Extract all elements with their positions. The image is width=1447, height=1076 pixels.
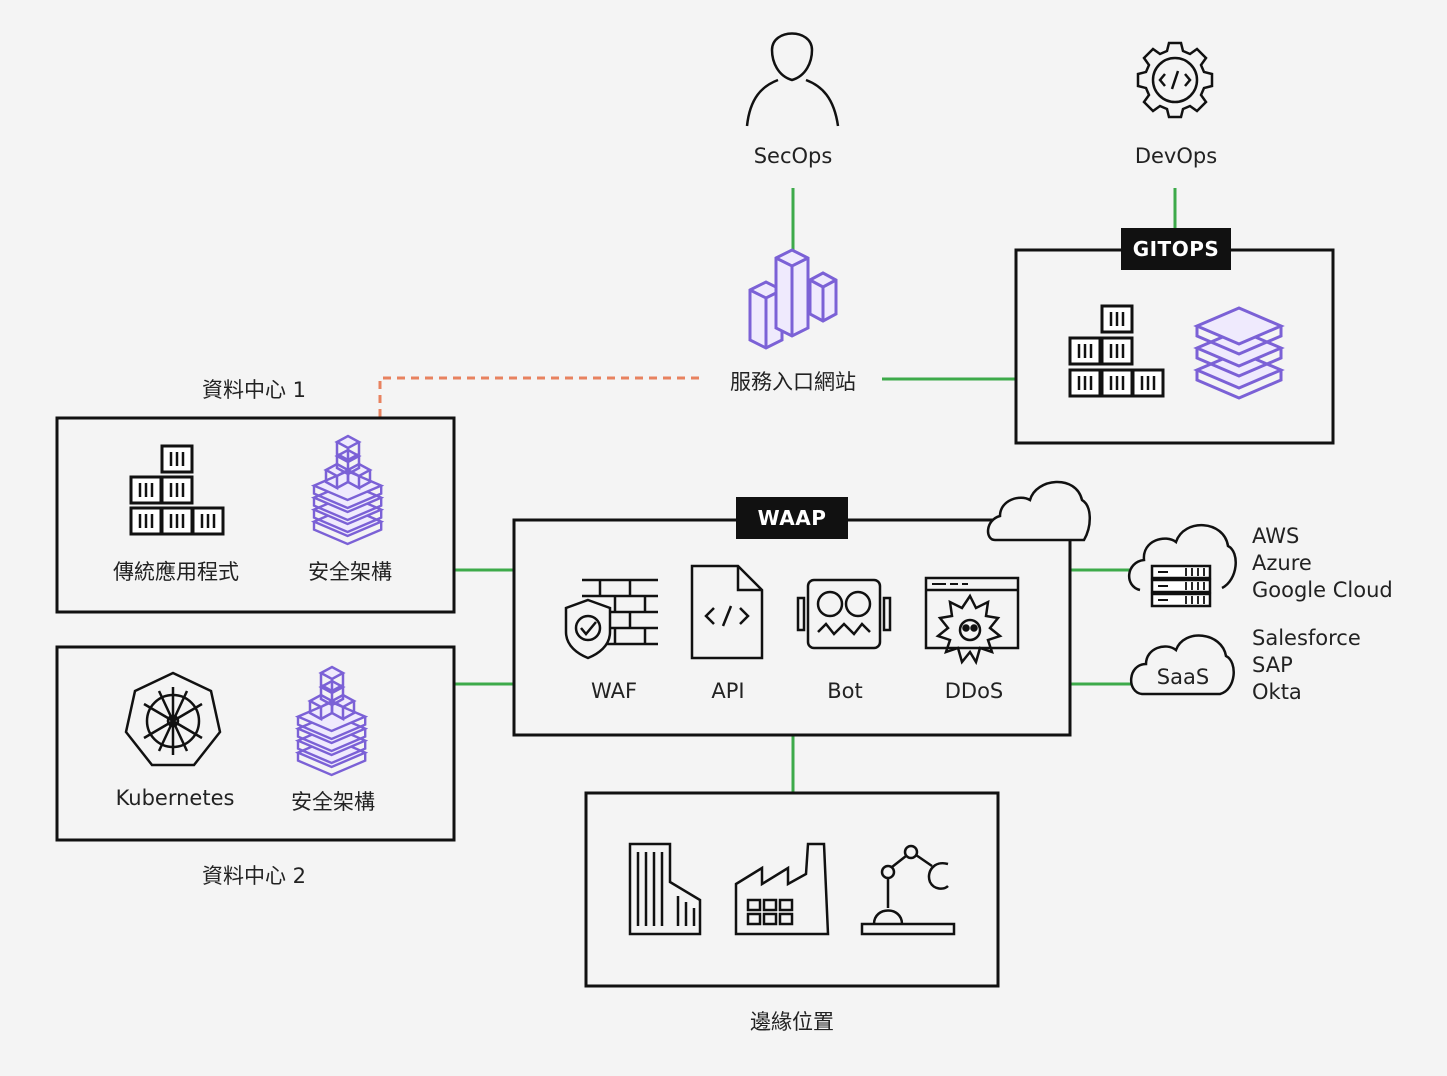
waf-shield-wall-icon xyxy=(564,578,658,660)
ddos-label: DDoS xyxy=(944,679,1004,703)
dc1-security-label: 安全架構 xyxy=(308,560,392,584)
legacy-app-containers-icon xyxy=(129,444,225,536)
waap-tag: WAAP xyxy=(736,497,848,539)
bot-icon xyxy=(796,578,892,650)
cloud-server-icon xyxy=(1128,524,1237,608)
saas-cloud-icon xyxy=(1130,634,1235,696)
gitops-containers-icon xyxy=(1068,304,1165,398)
cloud-provider-azure: Azure xyxy=(1252,551,1312,575)
saas-provider-okta: Okta xyxy=(1252,680,1302,704)
api-label: API xyxy=(711,679,745,703)
person-icon xyxy=(745,32,840,127)
bot-label: Bot xyxy=(827,679,863,703)
gear-code-icon xyxy=(1136,41,1214,119)
devops-label: DevOps xyxy=(1134,144,1218,168)
portal-label: 服務入口網站 xyxy=(730,370,856,394)
saas-badge: SaaS xyxy=(1156,665,1210,689)
edge-box xyxy=(584,791,1000,988)
api-document-icon xyxy=(690,564,764,660)
cloud-providers-list: AWS Azure Google Cloud xyxy=(1252,523,1393,604)
dc1-title: 資料中心 1 xyxy=(201,378,307,402)
kubernetes-label: Kubernetes xyxy=(115,786,235,810)
factory-icon xyxy=(734,842,830,936)
portal-buildings-icon xyxy=(748,248,838,350)
security-stack-icon xyxy=(314,436,381,544)
security-stack-icon-2 xyxy=(298,667,365,775)
saas-providers-list: Salesforce SAP Okta xyxy=(1252,625,1361,706)
gitops-box xyxy=(1014,248,1335,445)
edge-label: 邊緣位置 xyxy=(750,1010,834,1034)
cloud-provider-aws: AWS xyxy=(1252,524,1300,548)
saas-provider-salesforce: Salesforce xyxy=(1252,626,1361,650)
secops-label: SecOps xyxy=(753,144,833,168)
gitops-layers-icon xyxy=(1195,306,1283,400)
dc1-box xyxy=(55,416,456,614)
robot-arm-icon xyxy=(860,844,956,936)
office-building-icon xyxy=(628,842,702,936)
legacy-app-label: 傳統應用程式 xyxy=(113,560,239,584)
dc1-portal-dashed-connector xyxy=(378,376,705,417)
connectors xyxy=(455,188,1177,793)
gitops-tag: GITOPS xyxy=(1121,228,1231,270)
kubernetes-icon xyxy=(124,671,222,767)
dc2-box xyxy=(55,645,456,842)
dc2-title: 資料中心 2 xyxy=(201,864,307,888)
waf-label: WAF xyxy=(590,679,638,703)
dc2-security-label: 安全架構 xyxy=(291,790,375,814)
saas-provider-sap: SAP xyxy=(1252,653,1293,677)
cloud-provider-google: Google Cloud xyxy=(1252,578,1393,602)
cloud-icon xyxy=(986,480,1091,542)
ddos-skull-icon xyxy=(924,576,1020,666)
